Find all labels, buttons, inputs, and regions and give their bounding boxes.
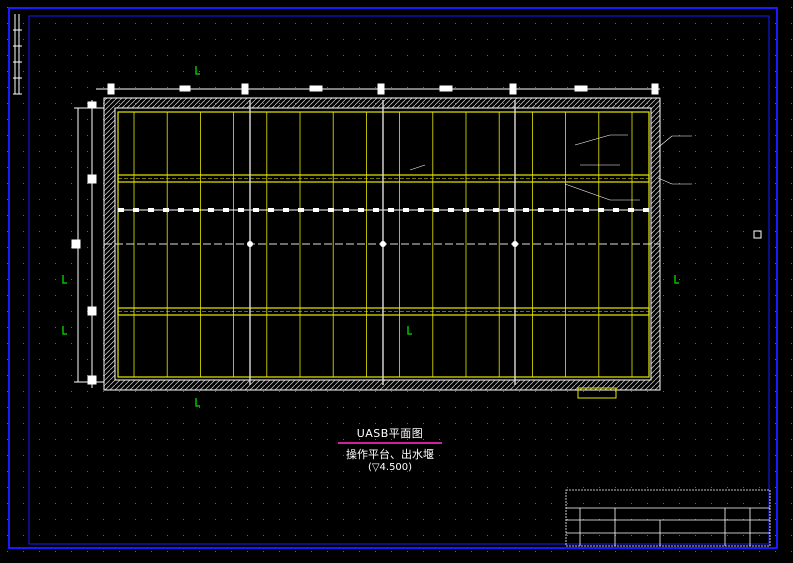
title-block bbox=[565, 489, 771, 547]
viewport-marker bbox=[753, 230, 762, 239]
drawing-subtitle: 操作平台、出水堰 bbox=[346, 448, 434, 461]
top-dimension-line bbox=[96, 83, 660, 95]
outer-frame bbox=[8, 7, 778, 549]
bottom-outlet-box bbox=[577, 387, 617, 399]
drawing-title: UASB平面图 bbox=[356, 427, 424, 440]
binding-ruler bbox=[13, 14, 22, 95]
left-dimension-line bbox=[71, 100, 104, 388]
callout-leaders bbox=[409, 134, 692, 201]
title-underline bbox=[338, 442, 442, 444]
inner-frame bbox=[28, 15, 770, 545]
section-marks bbox=[62, 66, 679, 407]
drawing-elevation: (▽4.500) bbox=[367, 462, 413, 473]
axis-nodes bbox=[247, 241, 518, 247]
drawing-label: UASB平面图 操作平台、出水堰 (▽4.500) bbox=[330, 425, 450, 473]
